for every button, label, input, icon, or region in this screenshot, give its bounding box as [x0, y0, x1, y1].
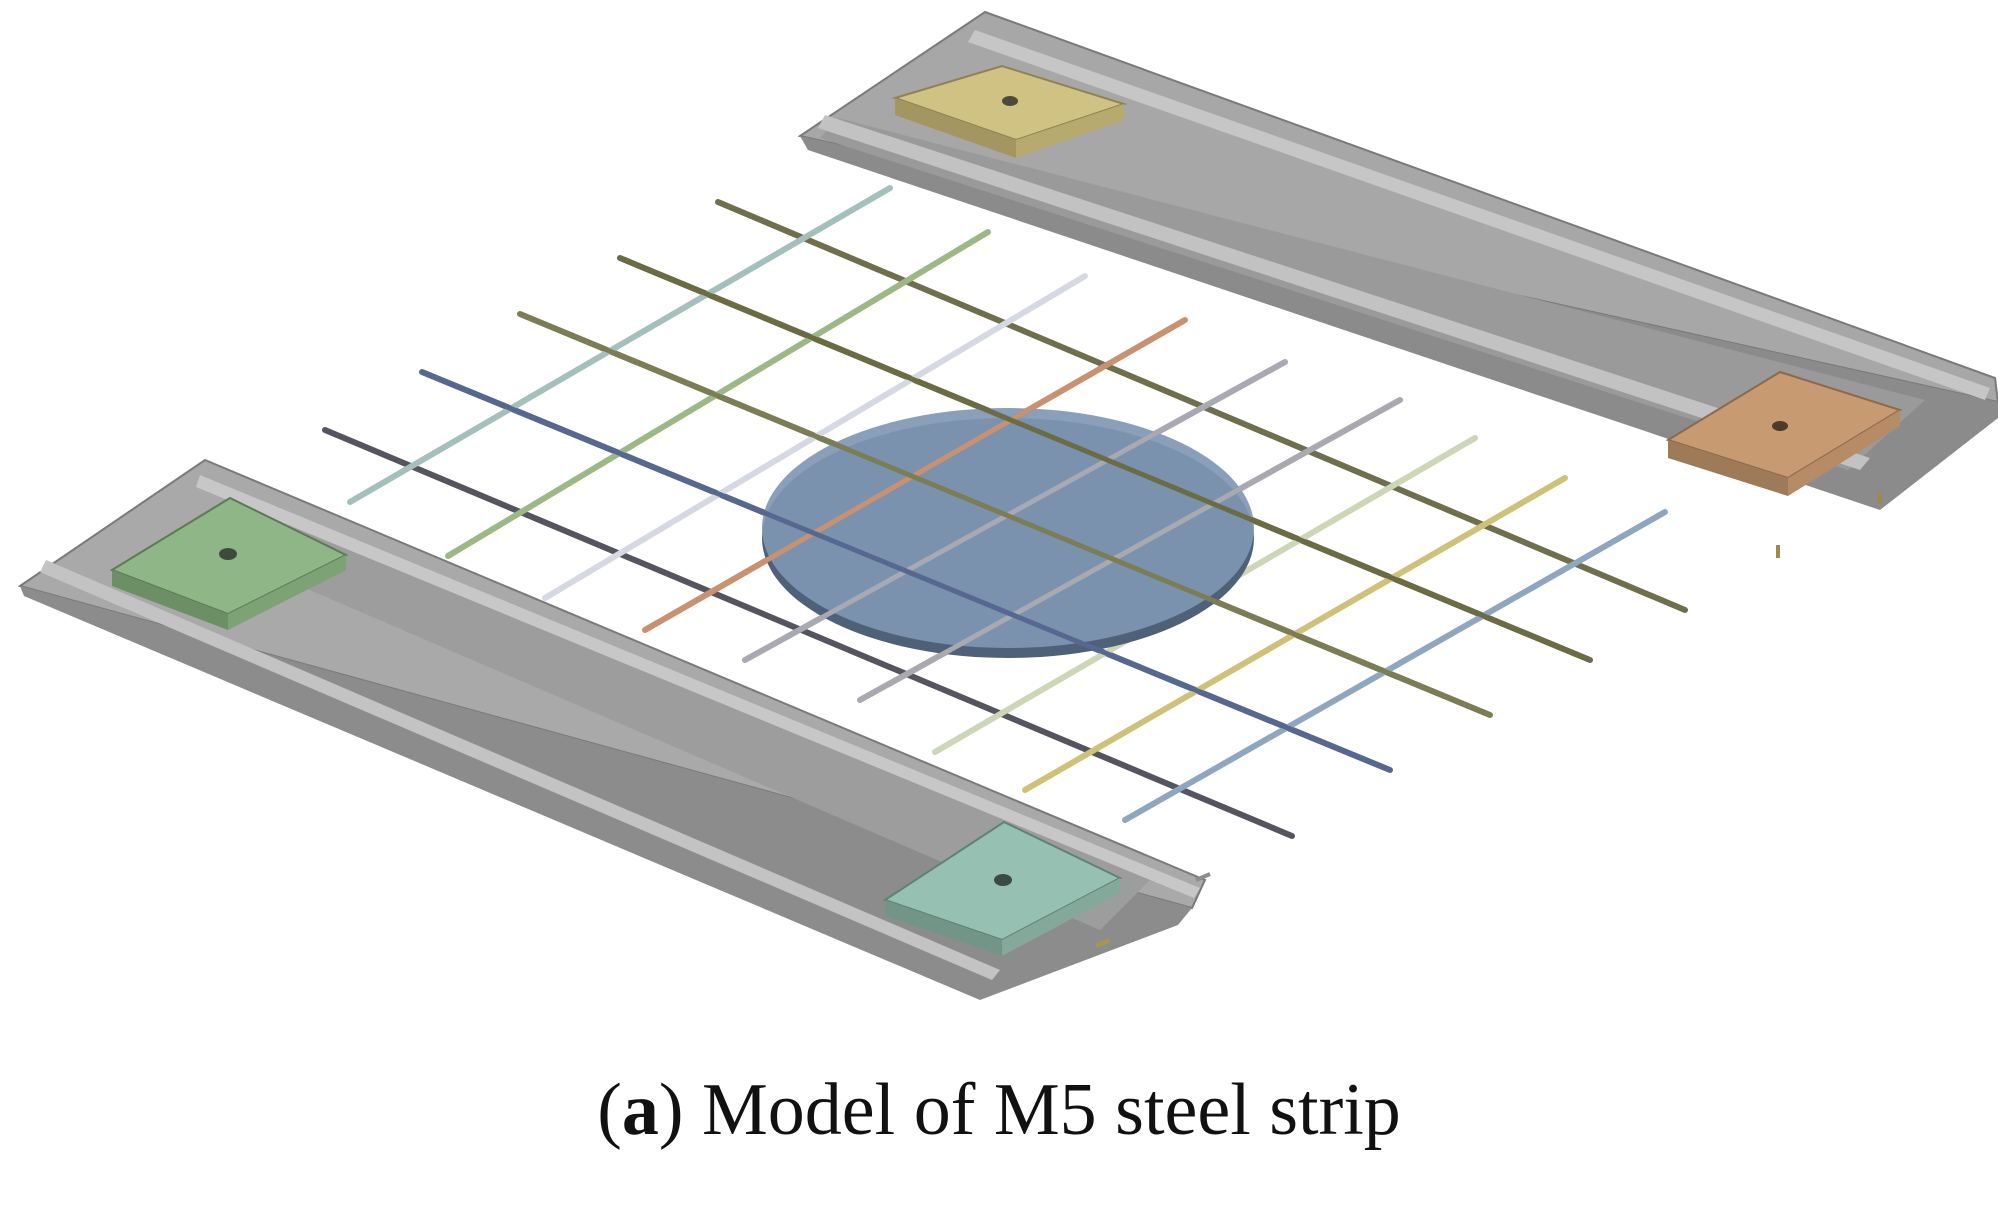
- lower-strip-plate-far-side: [885, 900, 1002, 956]
- upper-strip-plate-near-side2: [1016, 104, 1124, 158]
- caption-panel-label: a: [621, 1069, 659, 1151]
- crosswise-bar-over-disk: [857, 397, 1403, 703]
- lower-steel-strip: [17, 458, 1211, 1000]
- caption-close-paren: ): [658, 1069, 684, 1151]
- lengthwise-bar-over-disk: [419, 369, 1393, 773]
- upper-steel-strip: [797, 10, 1998, 558]
- upper-strip-rib-1: [968, 30, 1990, 400]
- upper-strip-plate-near-side: [895, 98, 1016, 158]
- caption-open-paren: (: [597, 1069, 622, 1151]
- lower-strip-pin-1: [1195, 872, 1211, 882]
- lengthwise-bar: [322, 427, 1295, 839]
- lower-strip-pin-2: [1095, 938, 1111, 948]
- lower-strip-rib-2: [40, 560, 1000, 980]
- lower-plate-far-bolt-hole: [994, 874, 1012, 886]
- lower-strip-plate-near-side: [112, 570, 228, 630]
- lower-strip-plate-near-side2: [228, 555, 346, 630]
- upper-plate-far-bolt-hole: [1772, 421, 1788, 431]
- crosswise-bar: [347, 185, 893, 505]
- figure-caption: (a) Model of M5 steel strip: [0, 1065, 1998, 1155]
- lower-strip-plate-far-side2: [1002, 878, 1120, 956]
- lengthwise-bar-over-disk: [617, 255, 1593, 663]
- lower-plate-near-bolt-hole: [219, 548, 237, 560]
- crosswise-bar: [1122, 509, 1668, 823]
- lengthwise-bar-over-disk: [517, 311, 1493, 718]
- upper-strip-plate-far-side: [1668, 440, 1788, 496]
- upper-strip-rib-2: [818, 115, 1870, 470]
- mesh-bars-over-disk: [419, 255, 1593, 773]
- lower-strip-flat-deck: [240, 500, 1150, 930]
- upper-plate-near-bolt-hole: [1002, 96, 1018, 106]
- upper-strip-plate-far-side2: [1788, 410, 1900, 496]
- lower-strip-rib-1: [196, 475, 1200, 898]
- crosswise-bar-over-disk: [742, 359, 1288, 663]
- caption-text: Model of M5 steel strip: [683, 1069, 1401, 1151]
